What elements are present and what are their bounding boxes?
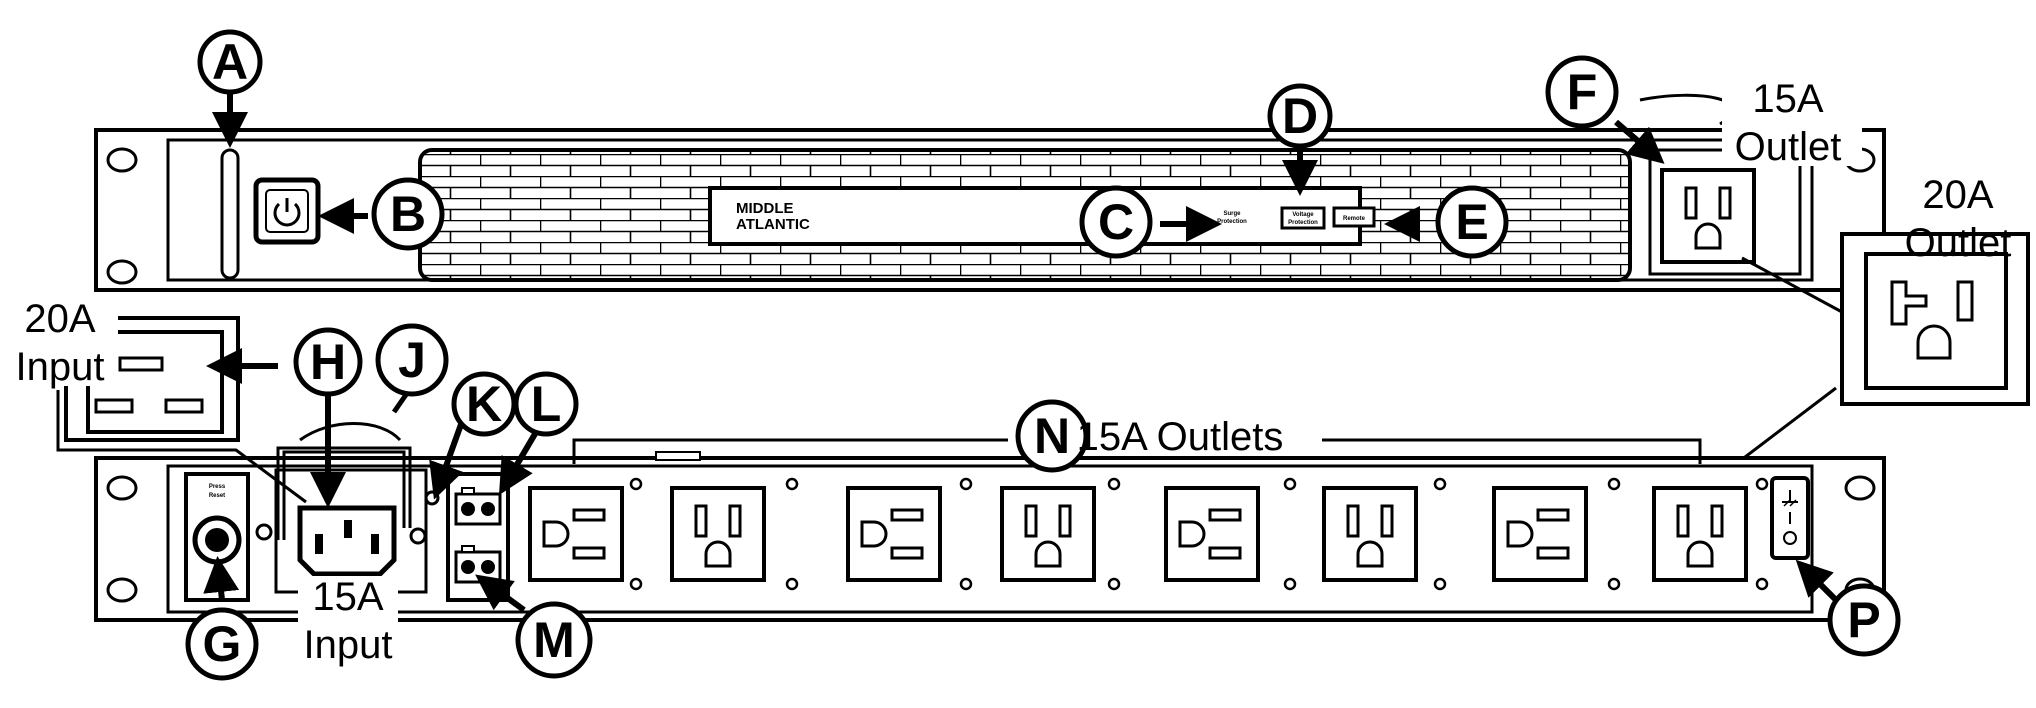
callout-g: G — [185, 607, 259, 681]
svg-text:15A: 15A — [1752, 77, 1823, 121]
power-icon — [273, 198, 301, 227]
callout-h: H — [293, 327, 363, 397]
led-light-bar — [220, 148, 240, 280]
rear-outlet-4 — [1000, 477, 1121, 591]
svg-text:Input: Input — [304, 623, 393, 667]
svg-text:20A: 20A — [1922, 173, 1993, 217]
rear-outlet-6 — [1322, 477, 1447, 591]
svg-text:15A Outlets: 15A Outlets — [1077, 415, 1284, 459]
callout-a: A — [197, 29, 263, 95]
remote-label: Remote — [1343, 216, 1366, 222]
svg-text:E: E — [1455, 194, 1488, 250]
callout-b: B — [371, 177, 445, 251]
voltage-label-line2: Protection — [1288, 220, 1318, 226]
retention-clip — [276, 446, 412, 540]
ground-icon — [1782, 490, 1798, 507]
callout-c: C — [1079, 185, 1153, 259]
svg-text:D: D — [1282, 88, 1318, 144]
brand-line2: ATLANTIC — [736, 216, 810, 233]
caption-15a-outlet: 15A Outlet — [1722, 76, 1862, 169]
rack-hole — [106, 475, 138, 501]
caption-20a-input: 20A Input — [8, 296, 118, 389]
svg-text:L: L — [531, 376, 562, 432]
callout-m: M — [515, 601, 593, 679]
surge-label-line1: Surge — [1223, 211, 1241, 217]
svg-text:Outlet: Outlet — [1905, 221, 2012, 265]
svg-text:M: M — [533, 612, 575, 668]
svg-text:H: H — [310, 334, 346, 390]
svg-text:A: A — [212, 34, 248, 90]
brand-line1: MIDDLE — [736, 200, 794, 217]
rack-hole — [106, 259, 138, 285]
front-15a-outlet — [1660, 168, 1756, 264]
rack-hole — [106, 577, 138, 603]
caption-15a-outlets: 15A Outlets — [1077, 415, 1284, 459]
iec-c14-inlet — [297, 505, 397, 577]
voltage-label-line1: Voltage — [1292, 212, 1314, 218]
rear-outlet-1 — [528, 477, 643, 591]
svg-text:N: N — [1034, 408, 1070, 464]
outlets-bracket — [572, 438, 1702, 464]
callout-k: K — [451, 371, 517, 437]
caption-20a-outlet: 20A Outlet — [1905, 173, 2012, 265]
rack-hole — [106, 147, 138, 173]
rear-outlet-7 — [1492, 477, 1621, 591]
svg-text:G: G — [203, 616, 242, 672]
svg-text:B: B — [390, 186, 426, 242]
callout-j: J — [375, 323, 449, 397]
callout-l: L — [513, 371, 579, 437]
callout-n: N — [1015, 399, 1089, 473]
display-plate — [708, 186, 1362, 246]
rear-panel: Press Reset — [94, 422, 1886, 622]
remote-indicator — [1332, 206, 1376, 228]
svg-text:Input: Input — [16, 345, 105, 389]
rack-hole — [1844, 475, 1876, 501]
svg-text:C: C — [1098, 194, 1134, 250]
svg-text:F: F — [1567, 64, 1598, 120]
svg-text:P: P — [1847, 592, 1880, 648]
svg-text:Outlet: Outlet — [1735, 125, 1842, 169]
rear-outlet-2 — [670, 477, 799, 591]
callout-f: F — [1545, 55, 1619, 129]
nema-20a-tslot — [1890, 280, 1928, 326]
front-20a-outlet-inset — [1727, 232, 2030, 472]
svg-text:15A: 15A — [312, 575, 383, 619]
rear-outlet-8 — [1652, 477, 1769, 591]
rear-outlet-5 — [1164, 477, 1297, 591]
svg-text:K: K — [466, 376, 502, 432]
caption-15a-input: 15A Input — [298, 575, 398, 670]
surge-label-line2: Protection — [1217, 219, 1247, 225]
front-panel: MIDDLE ATLANTIC Surge Protection Voltage… — [94, 93, 1886, 292]
svg-text:J: J — [398, 332, 426, 388]
reset-label-line2: Reset — [209, 493, 225, 499]
callout-p: P — [1827, 583, 1901, 657]
callout-e: E — [1435, 185, 1509, 259]
rear-outlet-3 — [846, 477, 973, 591]
callout-d: D — [1267, 83, 1333, 149]
reset-label-line1: Press — [209, 484, 226, 490]
svg-text:20A: 20A — [24, 297, 95, 341]
voltage-indicator — [1280, 206, 1326, 230]
